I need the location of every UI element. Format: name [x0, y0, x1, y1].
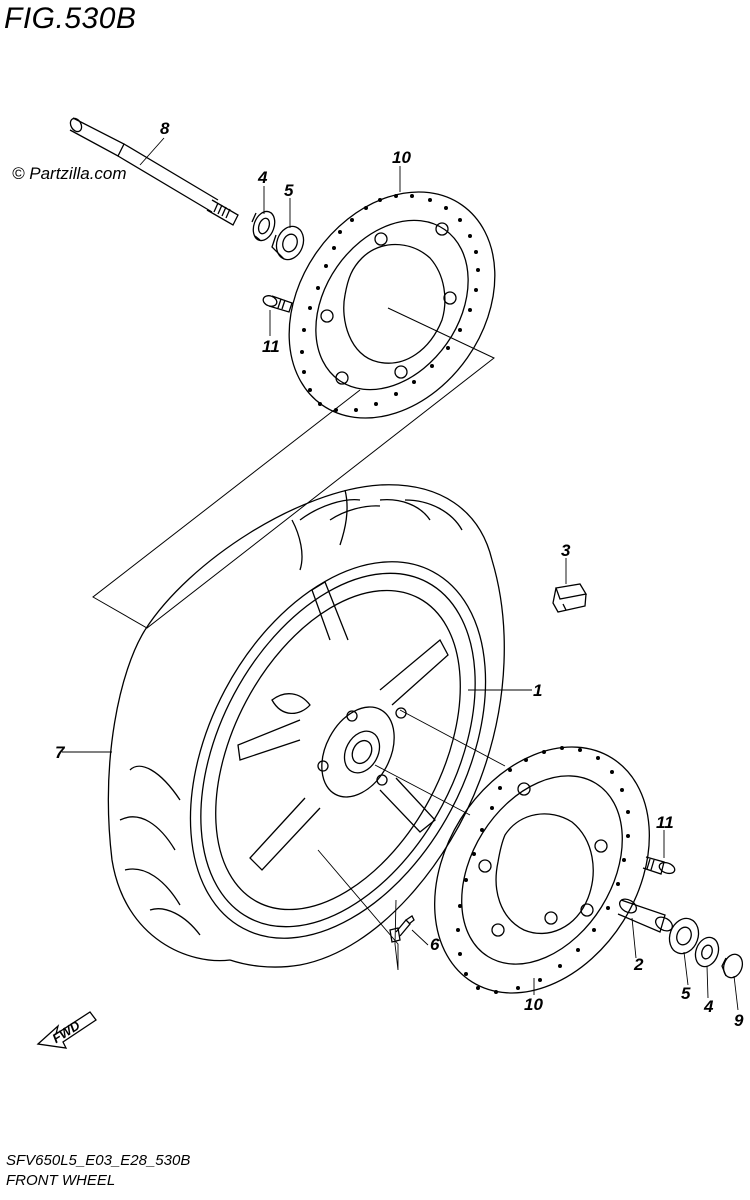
balance-weight	[552, 583, 588, 613]
leader-lines	[62, 137, 739, 1011]
callout-11-lower: 11	[656, 813, 674, 832]
wheel-rim	[189, 561, 487, 939]
callout-5-upper: 5	[284, 181, 294, 200]
diagram-caption: FRONT WHEEL	[6, 1172, 116, 1189]
figure-title: FIG.530B	[4, 2, 137, 35]
disc-upper-holes	[300, 194, 480, 412]
bearing-lower	[668, 917, 700, 955]
disc-lower-holes	[456, 746, 630, 994]
axle-collar	[721, 953, 744, 979]
tire	[107, 484, 505, 968]
tire-valve	[389, 915, 415, 943]
spacer	[617, 898, 674, 933]
callout-5-lower: 5	[681, 984, 691, 1003]
callout-7: 7	[55, 743, 66, 762]
callout-1: 1	[533, 681, 542, 700]
callout-6: 6	[430, 935, 440, 954]
bearing-upper	[271, 225, 305, 261]
callout-2: 2	[633, 955, 644, 974]
copyright-watermark: © Partzilla.com	[12, 164, 127, 183]
brake-disc-lower	[434, 746, 650, 994]
wheel-spokes	[237, 581, 449, 871]
oil-seal-lower	[694, 936, 720, 968]
callout-3: 3	[561, 541, 571, 560]
callout-9: 9	[734, 1011, 744, 1030]
callout-10-upper: 10	[392, 148, 411, 167]
callout-10-lower: 10	[524, 995, 543, 1014]
disc-bolt-upper	[262, 295, 293, 313]
diagram-code: SFV650L5_E03_E28_530B	[6, 1152, 191, 1169]
callout-4-lower: 4	[703, 997, 714, 1016]
wheel-hub	[317, 706, 407, 798]
projection-line	[92, 307, 495, 629]
oil-seal-upper	[251, 210, 276, 242]
disc-bolt-lower	[642, 856, 676, 875]
callout-11-upper: 11	[262, 337, 280, 356]
front-axle	[69, 117, 239, 226]
callout-4-upper: 4	[257, 168, 268, 187]
callout-8: 8	[160, 119, 170, 138]
fwd-arrow-icon	[36, 1011, 97, 1049]
brake-disc-upper	[288, 191, 496, 419]
